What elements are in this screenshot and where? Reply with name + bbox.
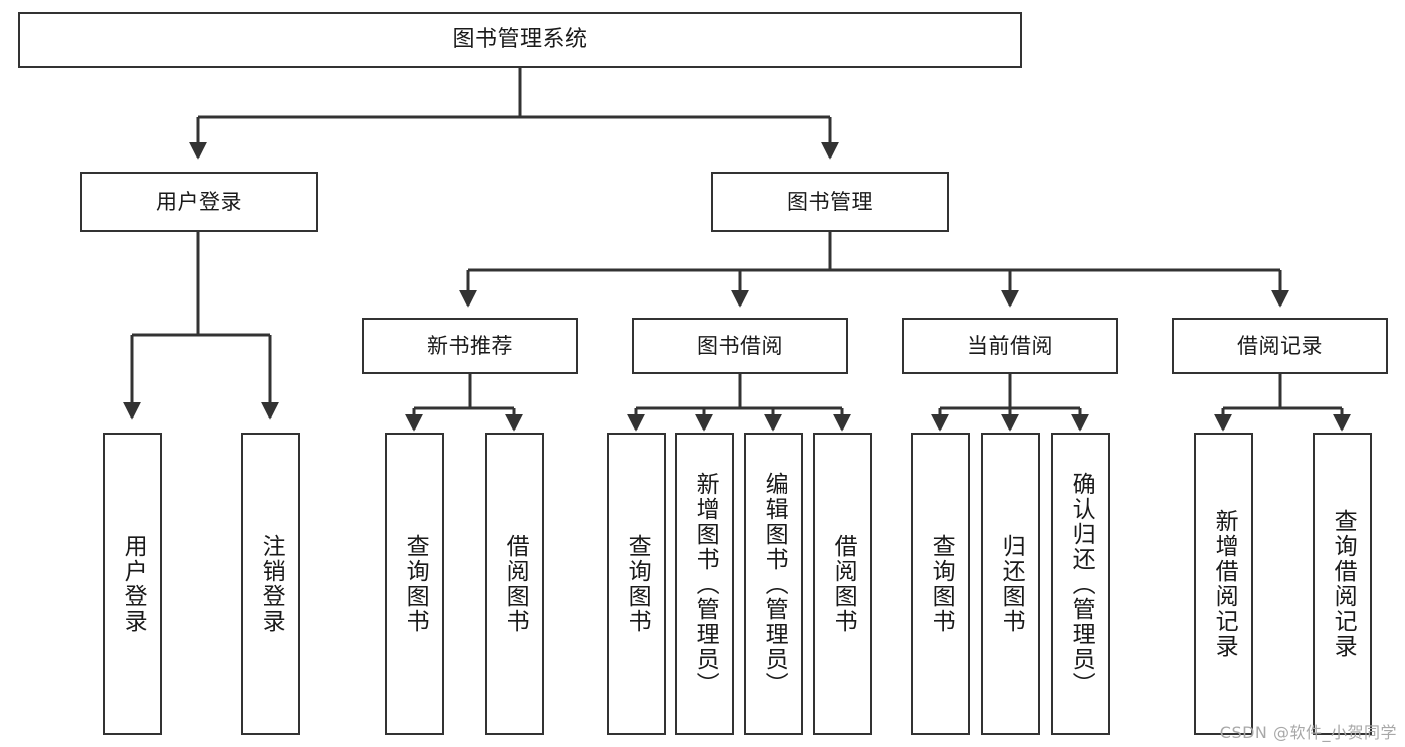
node-label: 归还图书 [998,534,1025,634]
leaf-confirm-return[interactable]: 确认归还（管理员） [1051,433,1110,735]
leaf-query-book-3[interactable]: 查询图书 [911,433,970,735]
leaf-user-login[interactable]: 用户登录 [103,433,162,735]
leaf-borrow-book-1[interactable]: 借阅图书 [485,433,544,735]
leaf-add-record[interactable]: 新增借阅记录 [1194,433,1253,735]
leaf-edit-book[interactable]: 编辑图书（管理员） [744,433,803,735]
node-label: 确认归还（管理员） [1068,471,1095,697]
node-label: 编辑图书（管理员） [761,471,788,697]
node-book-borrow[interactable]: 图书借阅 [632,318,848,374]
node-label: 借阅图书 [830,534,857,634]
node-label: 查询借阅记录 [1330,509,1357,659]
leaf-query-book-1[interactable]: 查询图书 [385,433,444,735]
node-label: 新增图书（管理员） [692,471,719,697]
node-label: 查询图书 [402,534,429,634]
leaf-logout[interactable]: 注销登录 [241,433,300,735]
node-new-book-rec[interactable]: 新书推荐 [362,318,578,374]
node-label: 用户登录 [120,534,147,634]
leaf-return-book[interactable]: 归还图书 [981,433,1040,735]
watermark-text: CSDN @软件_小贺同学 [1219,723,1397,742]
node-label: 图书管理系统 [452,27,588,53]
node-label: 图书借阅 [697,333,783,358]
node-label: 新书推荐 [427,333,513,358]
leaf-query-book-2[interactable]: 查询图书 [607,433,666,735]
leaf-add-book[interactable]: 新增图书（管理员） [675,433,734,735]
leaf-query-record[interactable]: 查询借阅记录 [1313,433,1372,735]
node-book-manage[interactable]: 图书管理 [711,172,949,232]
node-label: 用户登录 [156,189,242,214]
node-user-login[interactable]: 用户登录 [80,172,318,232]
node-borrow-record[interactable]: 借阅记录 [1172,318,1388,374]
node-label: 查询图书 [928,534,955,634]
node-root-system[interactable]: 图书管理系统 [18,12,1022,68]
node-label: 新增借阅记录 [1211,509,1238,659]
node-current-borrow[interactable]: 当前借阅 [902,318,1118,374]
node-label: 借阅记录 [1237,333,1323,358]
node-label: 当前借阅 [967,333,1053,358]
node-label: 注销登录 [258,534,285,634]
leaf-borrow-book-2[interactable]: 借阅图书 [813,433,872,735]
node-label: 查询图书 [624,534,651,634]
node-label: 借阅图书 [502,534,529,634]
node-label: 图书管理 [787,189,873,214]
